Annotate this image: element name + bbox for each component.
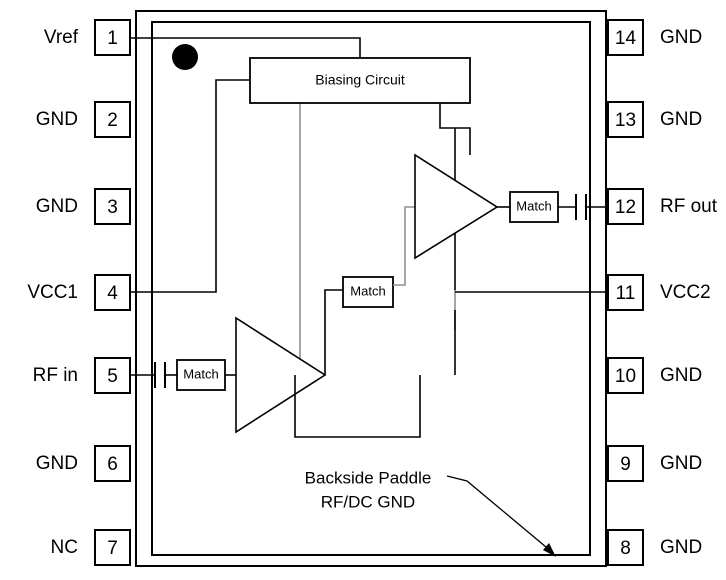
backside-paddle-note-line1: Backside Paddle bbox=[305, 468, 432, 487]
pin-number-12: 12 bbox=[615, 197, 636, 218]
pin-box-14[interactable] bbox=[607, 19, 644, 56]
pin-label-vcc2: VCC2 bbox=[660, 282, 711, 303]
wire-vcc1-to-bias bbox=[130, 79, 250, 293]
pin-number-8: 8 bbox=[620, 538, 631, 559]
pin-box-9[interactable] bbox=[607, 445, 644, 482]
pin-1-marker-dot bbox=[172, 44, 198, 70]
pin-box-7[interactable] bbox=[94, 529, 131, 566]
pin-label-gnd-3: GND bbox=[36, 196, 78, 217]
pin-number-5: 5 bbox=[107, 366, 118, 387]
pin-box-4[interactable] bbox=[94, 274, 131, 311]
pin-number-1: 1 bbox=[107, 28, 118, 49]
pin-label-rf-out: RF out bbox=[660, 196, 718, 217]
pin-box-8[interactable] bbox=[607, 529, 644, 566]
wire-amp1-out-to-match-mid bbox=[324, 289, 343, 375]
match-interstage-label: Match bbox=[350, 283, 385, 298]
pin-number-3: 3 bbox=[107, 197, 118, 218]
match-interstage-block[interactable] bbox=[342, 276, 394, 308]
pin-label-gnd-10: GND bbox=[660, 365, 702, 386]
pin-right-10[interactable]: 10 GND bbox=[607, 357, 702, 394]
pin-left-5[interactable]: 5 RF in bbox=[33, 357, 131, 394]
pin-box-6[interactable] bbox=[94, 445, 131, 482]
pin-number-2: 2 bbox=[107, 110, 118, 131]
amplifier-stage-1[interactable] bbox=[235, 316, 327, 434]
pin-label-gnd-6: GND bbox=[36, 453, 78, 474]
pin-label-vref: Vref bbox=[44, 27, 79, 48]
match-output-label: Match bbox=[516, 198, 551, 213]
pin-right-8[interactable]: 8 GND bbox=[607, 529, 702, 566]
pin-left-3[interactable]: 3 GND bbox=[36, 188, 131, 225]
pin-label-nc: NC bbox=[51, 537, 78, 558]
backside-paddle-leader-line bbox=[446, 475, 553, 553]
package-outline-inner bbox=[151, 21, 591, 556]
match-input-block[interactable] bbox=[176, 359, 226, 391]
pin-number-13: 13 bbox=[615, 110, 636, 131]
pin-box-13[interactable] bbox=[607, 101, 644, 138]
pin-box-10[interactable] bbox=[607, 357, 644, 394]
pin-number-4: 4 bbox=[107, 283, 118, 304]
pin-left-1[interactable]: 1 Vref bbox=[44, 19, 131, 56]
pin-number-7: 7 bbox=[107, 538, 118, 559]
amplifier-stage-2[interactable] bbox=[414, 153, 499, 260]
pin-number-11: 11 bbox=[616, 283, 636, 304]
backside-paddle-arrow-head bbox=[543, 543, 556, 557]
package-outline-outer bbox=[135, 10, 607, 567]
pin-number-9: 9 bbox=[620, 454, 631, 475]
pin-box-11[interactable] bbox=[607, 274, 644, 311]
pin-label-gnd-8: GND bbox=[660, 537, 702, 558]
pin-left-4[interactable]: 4 VCC1 bbox=[27, 274, 131, 311]
pin-label-vcc1: VCC1 bbox=[27, 282, 78, 303]
pin-left-2[interactable]: 2 GND bbox=[36, 101, 131, 138]
pin-left-6[interactable]: 6 GND bbox=[36, 445, 131, 482]
pin-right-14[interactable]: 14 GND bbox=[607, 19, 702, 56]
pin-label-gnd-2: GND bbox=[36, 109, 78, 130]
pin-number-14: 14 bbox=[615, 28, 637, 49]
pin-label-gnd-13: GND bbox=[660, 109, 702, 130]
wire-vref-to-bias bbox=[130, 37, 361, 58]
pin-right-12[interactable]: 12 RF out bbox=[607, 188, 718, 225]
pin-number-6: 6 bbox=[107, 454, 118, 475]
pin-label-gnd-9: GND bbox=[660, 453, 702, 474]
pin-box-3[interactable] bbox=[94, 188, 131, 225]
pin-right-11[interactable]: 11 VCC2 bbox=[607, 274, 711, 311]
wire-match-mid-to-amp2 bbox=[393, 206, 415, 286]
backside-paddle-note-line2: RF/DC GND bbox=[321, 492, 415, 511]
pin-left-7[interactable]: 7 NC bbox=[51, 529, 131, 566]
pin-right-13[interactable]: 13 GND bbox=[607, 101, 702, 138]
pin-box-2[interactable] bbox=[94, 101, 131, 138]
pin-box-5[interactable] bbox=[94, 357, 131, 394]
pin-right-9[interactable]: 9 GND bbox=[607, 445, 702, 482]
pin-number-10: 10 bbox=[615, 366, 636, 387]
match-input-label: Match bbox=[183, 366, 218, 381]
wire-amp1-ground-return bbox=[294, 375, 421, 438]
pin-label-gnd-14: GND bbox=[660, 27, 702, 48]
biasing-circuit-block[interactable] bbox=[249, 57, 471, 104]
biasing-circuit-label: Biasing Circuit bbox=[315, 72, 405, 88]
pin-label-rf-in: RF in bbox=[33, 365, 78, 386]
